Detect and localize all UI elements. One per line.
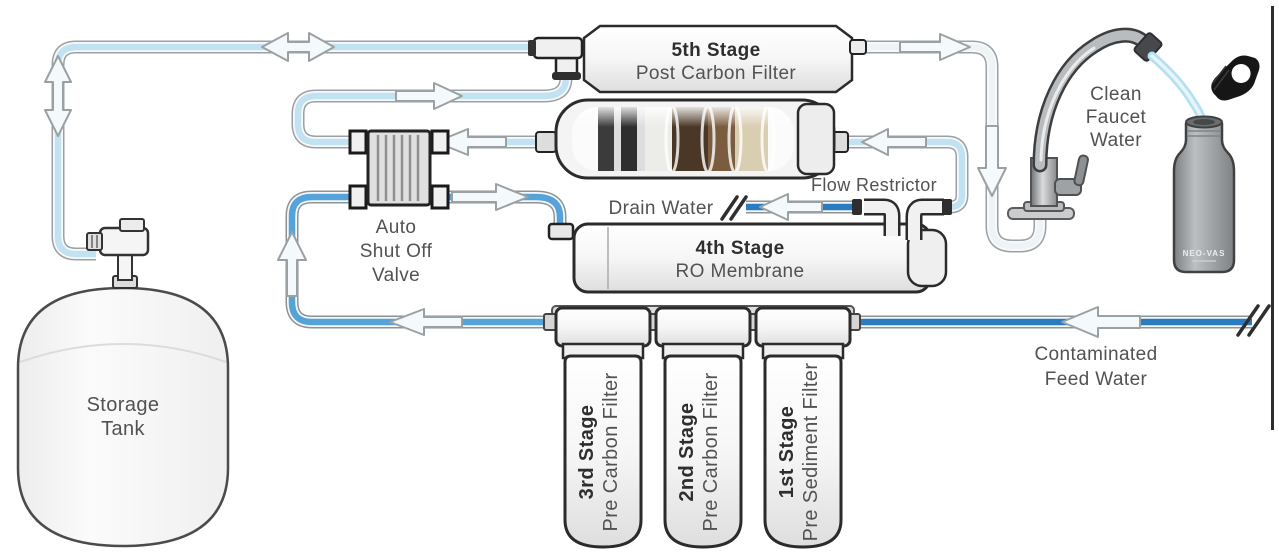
- tube-tank-line: [51, 40, 536, 261]
- arrow-left-drain-icon: [759, 193, 823, 221]
- contaminated-label-1: Contaminated: [1034, 344, 1157, 365]
- clean-faucet-label-1: Clean: [1090, 84, 1142, 105]
- prefilter-bank: 3rd Stage Pre Carbon Filter 2nd Stage Pr…: [543, 305, 861, 549]
- arrow-left-feed-icon: [1061, 306, 1141, 338]
- prefilter-2nd-stage-name: Pre Carbon Filter: [700, 372, 722, 531]
- prefilter-1st-stage-title: 1st Stage: [776, 406, 798, 499]
- arrow-left-prefiltered-icon: [389, 308, 463, 336]
- stage4-name: RO Membrane: [676, 261, 805, 282]
- prefilter-3rd-stage: 3rd Stage Pre Carbon Filter: [554, 306, 652, 549]
- prefilter-2nd-stage-title: 2nd Stage: [676, 402, 698, 501]
- storage-tank-label-2: Tank: [101, 418, 145, 440]
- tank-valve: [86, 218, 150, 289]
- prefilter-1st-stage-name: Pre Sediment Filter: [800, 363, 822, 542]
- stage5-name: Post Carbon Filter: [636, 63, 797, 84]
- arrow-bidirectional-horizontal-icon: [261, 32, 335, 62]
- stage4-ro-membrane: 4th Stage RO Membrane: [547, 198, 952, 294]
- tube-faucet-line: [862, 40, 1047, 253]
- storage-tank: Storage Tank: [16, 218, 230, 548]
- bottle-cap-icon: [1211, 55, 1260, 101]
- arrow-down-faucet-line-icon: [977, 125, 1007, 197]
- tube-product-riser: [291, 71, 573, 149]
- stage4-title: 4th Stage: [695, 238, 784, 259]
- bottle-brand-label: NEO-VAS: [1183, 249, 1226, 258]
- auto-shutoff-valve: Auto Shut Off Valve: [348, 129, 450, 286]
- image-edge-line: [1271, 6, 1274, 430]
- auto-shutoff-label-1: Auto: [376, 217, 417, 238]
- drain-break-icon: [720, 195, 748, 221]
- faucet: [1007, 27, 1163, 220]
- prefilter-3rd-stage-name: Pre Carbon Filter: [600, 372, 622, 531]
- auto-shutoff-label-3: Valve: [372, 265, 420, 286]
- arrow-left-filter-to-valve-icon: [435, 128, 507, 156]
- filter-media: [572, 107, 794, 171]
- arrow-bidirectional-vertical-icon: [44, 55, 72, 137]
- tube-valve-to-membrane: [434, 190, 567, 230]
- arrow-up-prefiltered-icon: [277, 231, 307, 297]
- flow-restrictor-label: Flow Restrictor: [811, 175, 937, 195]
- stage5-title: 5th Stage: [671, 40, 760, 61]
- clean-faucet-label-2: Faucet: [1086, 107, 1147, 128]
- inline-filter: [535, 98, 849, 180]
- tube-membrane-product-loop: [846, 135, 969, 214]
- feed-break-icon: [1236, 304, 1271, 337]
- prefilter-3rd-stage-title: 3rd Stage: [576, 405, 598, 500]
- arrow-left-product-loop-icon: [861, 128, 927, 156]
- arrow-right-postcarbon-icon: [899, 33, 971, 61]
- prefilter-1st-stage: 1st Stage Pre Sediment Filter: [754, 306, 852, 549]
- water-bottle: NEO-VAS: [1172, 115, 1236, 274]
- prefilter-2nd-stage: 2nd Stage Pre Carbon Filter: [654, 306, 752, 549]
- storage-tank-label-1: Storage: [87, 394, 160, 416]
- flow-arrows: [44, 32, 1141, 338]
- contaminated-label-2: Feed Water: [1045, 369, 1148, 390]
- arrow-right-valve-to-membrane-icon: [451, 183, 529, 211]
- stage5-post-carbon-filter: 5th Stage Post Carbon Filter: [528, 24, 867, 94]
- clean-faucet-label-3: Water: [1090, 130, 1142, 151]
- auto-shutoff-label-2: Shut Off: [360, 241, 433, 262]
- water-stream: [1147, 51, 1207, 128]
- arrow-right-riser-icon: [395, 82, 463, 110]
- flow-restrictor-fitting: [852, 198, 952, 240]
- drain-water-label: Drain Water: [608, 198, 713, 219]
